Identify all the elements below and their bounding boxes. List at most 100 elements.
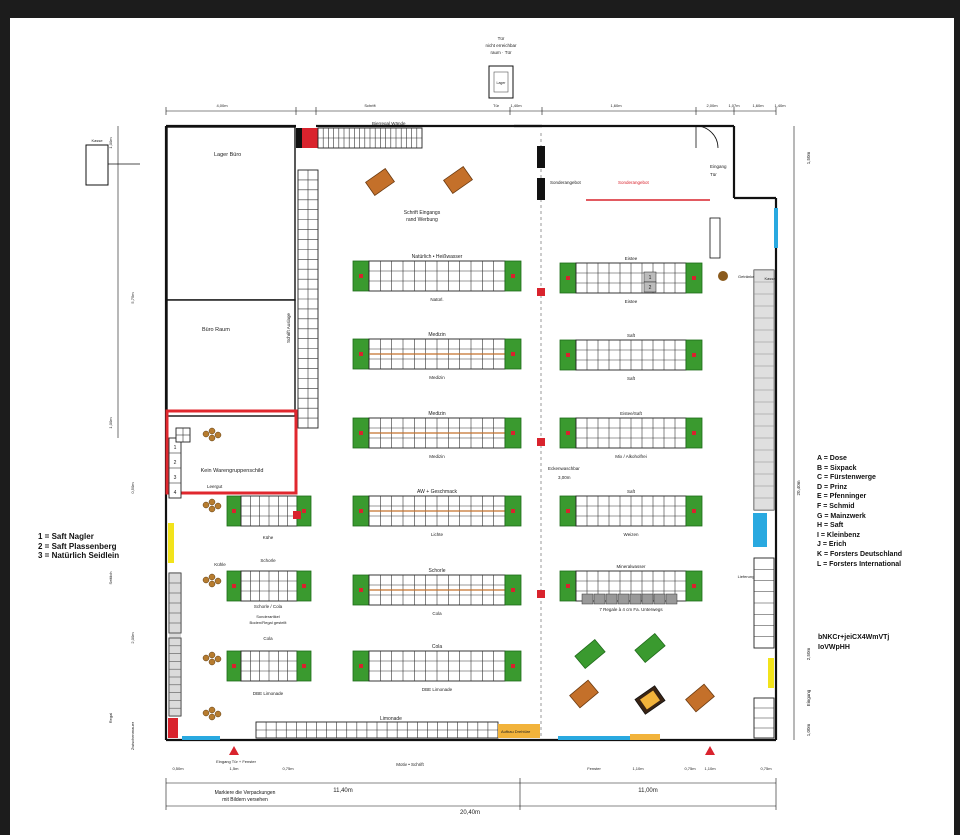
dim-top-label-8: 1,40m — [774, 103, 786, 108]
dim-left-vert-3: 0,50m — [130, 482, 135, 494]
dim-top-label-4: 1,60m — [610, 103, 622, 108]
r-endcap-right-1-marker — [692, 353, 696, 357]
barrel-2-2 — [208, 580, 216, 588]
barrel-1-0 — [202, 501, 210, 509]
barrel-0-3 — [214, 431, 222, 439]
bottom-note-2: Markiere die Verpackungen — [214, 790, 276, 796]
row-label-bottom-5: DBE Limonade — [422, 687, 453, 692]
ls-label-1: Schorle — [260, 558, 276, 563]
center-sign-line1: Schrift Eingangs — [404, 210, 441, 216]
left-wall-num-0: 1 — [174, 445, 177, 451]
ls-caption-2: Boden/Regal gestellt — [250, 620, 288, 625]
vertical-shelf — [297, 169, 319, 429]
bottom-band-label: Limonade — [380, 716, 402, 722]
svg-text:raum · Tür: raum · Tür — [491, 50, 512, 55]
row-label-bottom-3: Lichte — [431, 532, 444, 537]
barrel-3-1 — [208, 651, 216, 659]
dim-left-vert-5: 2,00m — [130, 632, 135, 644]
barrel-3-0 — [202, 654, 210, 662]
endcap-right-5-marker — [511, 664, 515, 668]
barrel-1-3 — [214, 502, 222, 510]
ls-endcap-left-1-marker — [232, 584, 236, 588]
promo-label-1: Sonderangebot — [550, 180, 582, 185]
legend-item-d: D = Prinz — [817, 483, 848, 491]
vertical-shelf-label: Schrift Auslage — [286, 312, 291, 343]
barrel-2-3 — [214, 577, 222, 585]
r-endcap-right-3-marker — [692, 509, 696, 513]
bottom-blue-left — [182, 736, 220, 740]
barrel-4-1 — [208, 706, 216, 714]
grey-crate-4 — [629, 593, 642, 605]
dim-bottom-left-label: 11,40m — [333, 788, 353, 794]
numbered-cell-text-0: 1 — [649, 275, 652, 281]
entrance-marker-right — [705, 746, 715, 755]
grey-crate-6 — [653, 593, 666, 605]
dim-left-vert-1: 5,75m — [130, 292, 135, 304]
dim-top-label-7: 1,60m — [752, 103, 764, 108]
endcap-right-2-marker — [511, 431, 515, 435]
dim-right-vert-0: 1,50m — [806, 151, 811, 164]
svg-text:nicht erreichbar: nicht erreichbar — [485, 43, 517, 48]
left-wall-shade — [169, 573, 181, 716]
row-label-bottom-2: Medizin — [429, 454, 445, 459]
left-notes: 1 = Saft Nagler 2 = Saft Plassenberg 3 =… — [38, 532, 119, 561]
highlight-area — [165, 409, 298, 495]
dim-bottom-seg-3: Fenster — [587, 766, 601, 771]
r-row-label-top-3: Saft — [627, 489, 636, 494]
top-band-shelf: Bierregal Wände — [296, 121, 423, 149]
crate-1 — [634, 632, 666, 664]
left-wall-num-1: 2 — [174, 460, 177, 466]
pallet-0 — [365, 168, 395, 196]
ls-endcap-right-2-marker — [302, 664, 306, 668]
top-band-label: Bierregal Wände — [372, 121, 406, 126]
bottom-band-shelf — [255, 721, 499, 739]
crate-body — [634, 632, 666, 664]
dim-right-vert-4: 1,00m — [806, 723, 811, 736]
numbered-cell-text-1: 2 — [649, 285, 652, 291]
pallet-body — [685, 683, 715, 713]
r-endcap-left-1-marker — [566, 353, 570, 357]
endcap-left-2-marker — [359, 431, 363, 435]
top-external-room: Lager Tür nicht erreichbar raum · Tür — [485, 36, 517, 99]
pallets — [365, 166, 715, 715]
pallet-body — [365, 168, 395, 196]
r-row-label-bottom-3: Weizen — [624, 532, 639, 537]
row-label-top-1: Medizin — [428, 332, 445, 338]
r-row-label-top-1: Saft — [627, 333, 636, 338]
left-wall-num-2: 3 — [174, 475, 177, 481]
dim-bottom-seg-6: 1,10m — [704, 766, 716, 771]
dim-left-vert-2: 1,00m — [108, 417, 113, 429]
endcap-left-1-marker — [359, 352, 363, 356]
dolly — [634, 685, 666, 715]
row-label-bottom-0: Natürl. — [430, 297, 443, 302]
r-endcap-left-4-marker — [566, 584, 570, 588]
bottom-blue-right — [558, 736, 630, 740]
barrel-4-3 — [214, 710, 222, 718]
dim-right-vert-2: 2,50m — [806, 647, 811, 660]
code-text: bNKCr+jeiCX4WmVTj IoVWpHH — [818, 633, 889, 652]
bottom-notes: Markiere die Verpackungen mit Bildern ve… — [200, 790, 290, 804]
legend-item-g: G = Mainzwerk — [817, 512, 866, 520]
pallet-2 — [569, 679, 599, 709]
dim-right-vert-3: Eingang — [806, 689, 811, 706]
dim-left-vert-6: Regal — [108, 713, 113, 724]
left-box-label: Kasse — [91, 138, 103, 143]
grey-crate-2 — [605, 593, 618, 605]
endcap-left-4-marker — [359, 588, 363, 592]
bottom-band-right: Aufbau Drehtüre — [501, 729, 531, 734]
r-row-label-bottom-0: Eistee — [625, 299, 638, 304]
r-endcap-right-0-marker — [692, 276, 696, 280]
bottom-note-3: mit Bildern versehen — [222, 797, 268, 803]
svg-text:Tür: Tür — [710, 172, 717, 177]
right-small-label: Getränke — [738, 274, 755, 279]
code-line-2: IoVWpHH — [818, 643, 850, 651]
ls-label-2: Schorle / Cola — [254, 604, 283, 609]
bottom-orange-block — [498, 724, 540, 738]
r-endcap-left-3-marker — [566, 509, 570, 513]
right-wall-label-0: Lieferung — [738, 574, 755, 579]
ls-label-5: Kühle — [214, 562, 226, 567]
legend-item-i: I = Kleinbenz — [817, 531, 860, 539]
top-room-inner: Lager — [497, 81, 507, 85]
legend-item-j: J = Erich — [817, 541, 847, 549]
